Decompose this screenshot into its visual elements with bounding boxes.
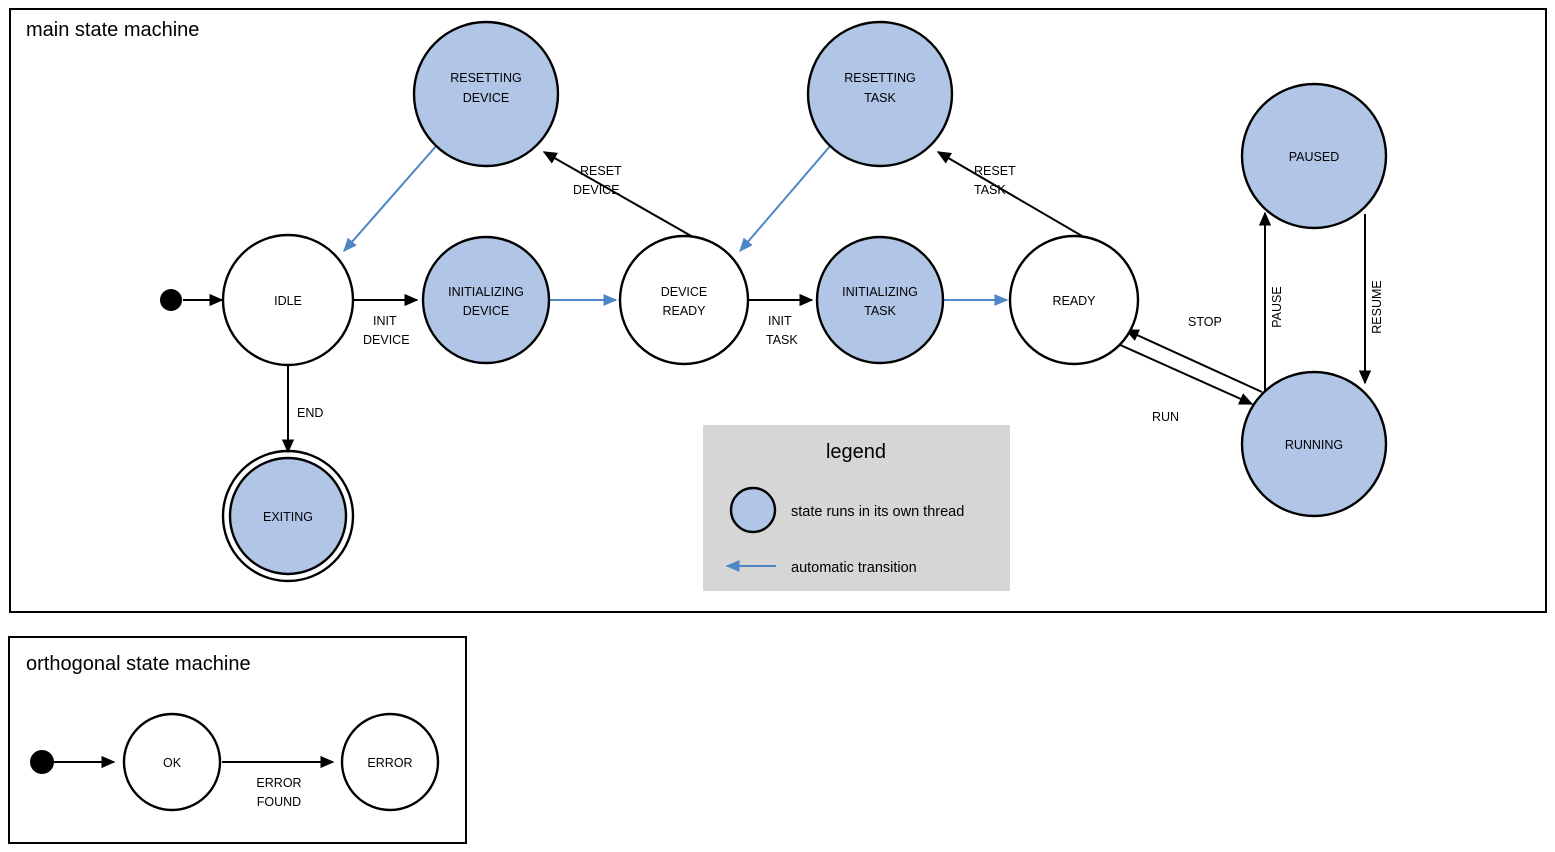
state-circle-resetting-task[interactable]	[806, 20, 954, 168]
initial-state-dot-main	[160, 289, 182, 311]
legend-title: legend	[826, 441, 886, 463]
state-node-resetting-device[interactable]: RESETTING DEVICE	[412, 20, 560, 168]
state-label-idle: IDLE	[274, 294, 302, 308]
state-label-device-ready-line1: DEVICE	[661, 285, 708, 299]
state-node-initializing-task[interactable]: INITIALIZING TASK	[815, 235, 945, 365]
state-label-resetting-task-line2: TASK	[864, 91, 896, 105]
state-label-paused: PAUSED	[1289, 150, 1339, 164]
state-label-ok: OK	[163, 756, 182, 770]
state-label-error: ERROR	[367, 756, 412, 770]
state-label-ready: READY	[1052, 294, 1096, 308]
edge-label-resume: RESUME	[1370, 280, 1384, 333]
state-node-idle[interactable]: IDLE	[221, 233, 355, 367]
edge-label-reset-task-line1: RESET	[974, 164, 1016, 178]
state-node-ok[interactable]: OK	[122, 712, 222, 812]
state-circle-ok[interactable]	[122, 712, 222, 812]
main-transition-labels: INIT DEVICE RESET DEVICE INIT TASK RESET…	[297, 164, 1384, 424]
state-circle-idle[interactable]	[221, 233, 355, 367]
edge-ready-to-running	[1117, 343, 1254, 405]
orthogonal-frame-title: orthogonal state machine	[26, 653, 251, 675]
orthogonal-transition-labels: ERROR FOUND	[256, 776, 301, 809]
edge-label-init-device-line1: INIT	[373, 314, 397, 328]
state-label-resetting-device-line1: RESETTING	[450, 71, 522, 85]
state-node-paused[interactable]: PAUSED	[1240, 82, 1388, 230]
legend: legend state runs in its own thread auto…	[703, 425, 1010, 591]
edge-label-error-found-line1: ERROR	[256, 776, 301, 790]
edge-label-init-task-line1: INIT	[768, 314, 792, 328]
state-label-resetting-task-line1: RESETTING	[844, 71, 916, 85]
edge-label-stop: STOP	[1188, 315, 1222, 329]
state-circle-paused[interactable]	[1240, 82, 1388, 230]
state-label-initializing-device-line2: DEVICE	[463, 304, 510, 318]
final-state-outer-ring-exiting	[221, 449, 355, 583]
initial-state-dot-orthogonal	[30, 750, 54, 774]
legend-blue-circle-swatch-icon	[729, 486, 777, 534]
main-frame-title: main state machine	[26, 19, 199, 41]
state-node-device-ready[interactable]: DEVICE READY	[618, 234, 750, 366]
state-node-resetting-task[interactable]: RESETTING TASK	[806, 20, 954, 168]
legend-item-label-thread: state runs in its own thread	[791, 504, 964, 520]
state-node-running[interactable]: RUNNING	[1240, 370, 1388, 518]
state-label-device-ready-line2: READY	[662, 304, 706, 318]
edge-label-end: END	[297, 406, 323, 420]
state-circle-initializing-device[interactable]	[421, 235, 551, 365]
edge-label-error-found-line2: FOUND	[257, 795, 301, 809]
edge-label-reset-device-line2: DEVICE	[573, 183, 620, 197]
edge-label-init-task-line2: TASK	[766, 333, 798, 347]
state-circle-ready[interactable]	[1008, 234, 1140, 366]
state-label-resetting-device-line2: DEVICE	[463, 91, 510, 105]
state-circle-resetting-device[interactable]	[412, 20, 560, 168]
edge-resetting-task-to-device-ready	[739, 144, 832, 253]
state-circle-initializing-task[interactable]	[815, 235, 945, 365]
state-node-ready[interactable]: READY	[1008, 234, 1140, 366]
edge-running-to-ready	[1124, 329, 1263, 393]
state-label-initializing-task-line1: INITIALIZING	[842, 285, 918, 299]
state-label-initializing-device-line1: INITIALIZING	[448, 285, 524, 299]
state-node-initializing-device[interactable]: INITIALIZING DEVICE	[421, 235, 551, 365]
edge-label-pause: PAUSE	[1270, 286, 1284, 327]
state-node-error[interactable]: ERROR	[340, 712, 440, 812]
edge-label-init-device-line2: DEVICE	[363, 333, 410, 347]
legend-item-label-automatic: automatic transition	[791, 560, 917, 576]
edge-resetting-device-to-idle	[343, 144, 438, 253]
state-circle-error[interactable]	[340, 712, 440, 812]
state-node-exiting[interactable]: EXITING	[221, 449, 355, 583]
edge-label-reset-device-line1: RESET	[580, 164, 622, 178]
state-circle-exiting[interactable]	[228, 456, 348, 576]
state-circle-running[interactable]	[1240, 370, 1388, 518]
edge-label-reset-task-line2: TASK	[974, 183, 1006, 197]
state-label-exiting: EXITING	[263, 510, 313, 524]
main-automatic-transitions	[343, 144, 1009, 306]
state-circle-device-ready[interactable]	[618, 234, 750, 366]
state-label-running: RUNNING	[1285, 438, 1343, 452]
state-label-initializing-task-line2: TASK	[864, 304, 896, 318]
edge-label-run: RUN	[1152, 410, 1179, 424]
